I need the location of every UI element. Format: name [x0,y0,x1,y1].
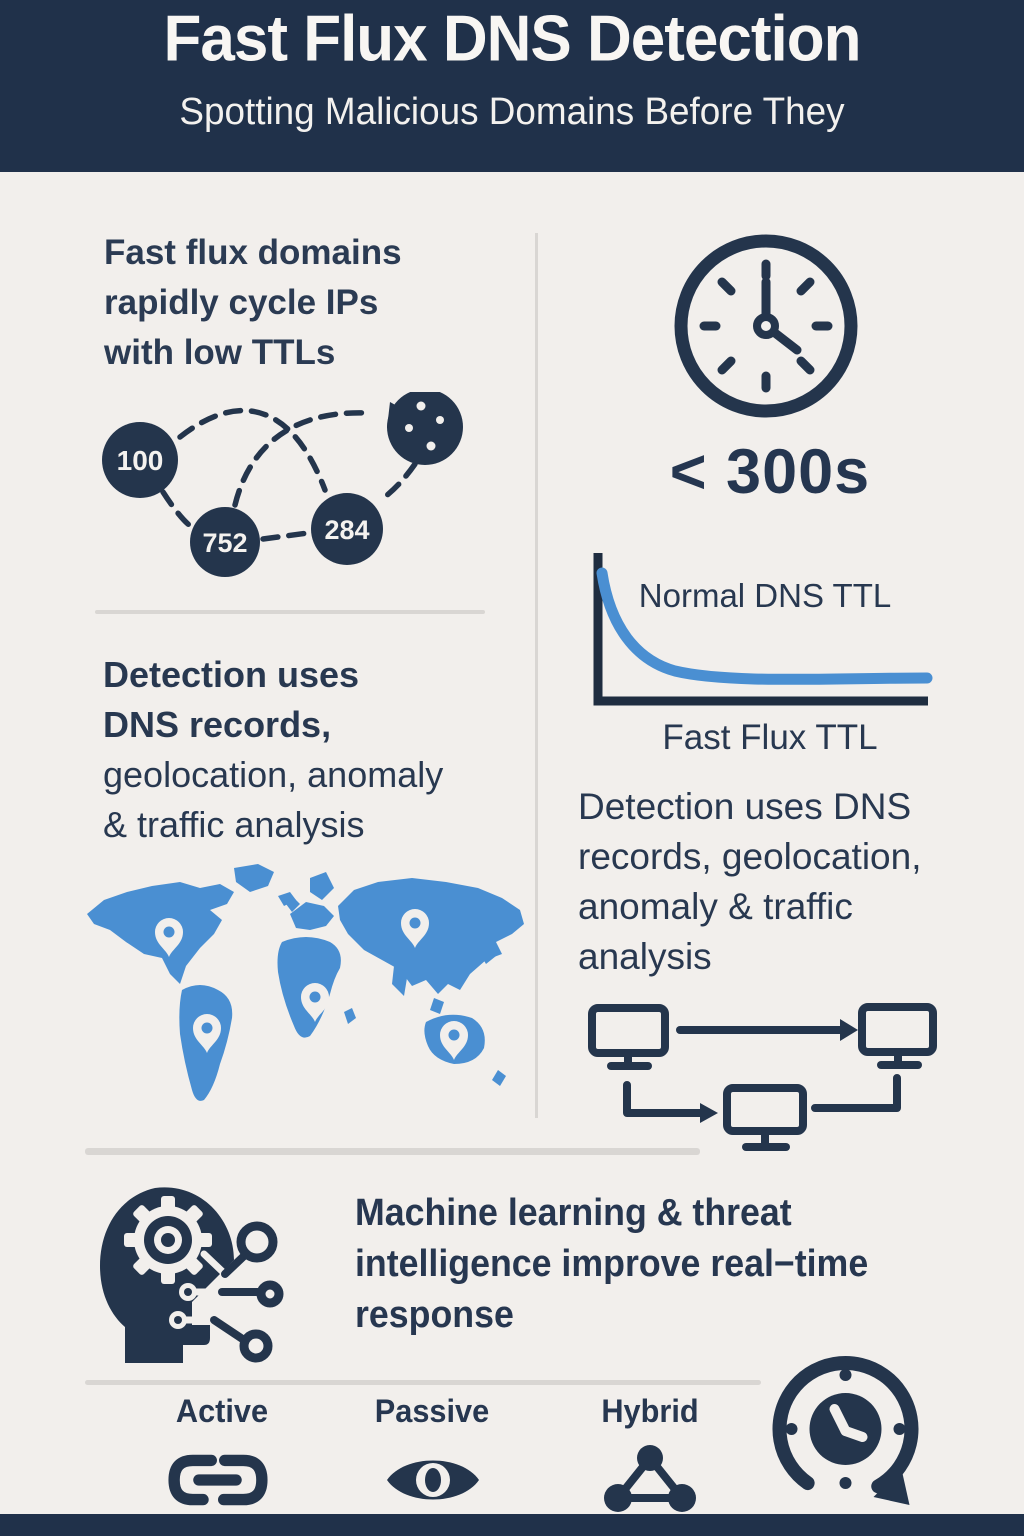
arrowhead [840,1019,858,1041]
divider [95,610,485,614]
globe-dots [405,401,444,451]
circuit-nodes-outer [236,1221,284,1363]
footer-label-hybrid: Hybrid [601,1393,699,1429]
divider [85,1380,761,1385]
chart-label-normal-ttl: Normal DNS TTL [638,577,892,614]
column-divider [535,233,538,1118]
ip-cycle-diagram: 100 752 284 [102,392,463,577]
ttl-curve [596,567,933,685]
world-map [87,864,524,1101]
detection-line: anomaly & traffic [578,886,853,927]
eye-icon [387,1460,479,1500]
detection-line: Detection uses DNS [578,786,912,827]
circuit-nodes-inner [169,1283,197,1329]
map-pins [155,909,468,1060]
dashed-path [160,489,196,531]
network-nodes-icon [604,1445,696,1512]
ml-line: intelligence improve real−time [355,1243,869,1285]
detection-line: geolocation, anomaly [103,754,444,795]
continents [87,864,524,1101]
ttl-threshold: < 300s [669,437,871,507]
ml-statement: Machine learning & threat intelligence i… [355,1188,868,1341]
chart-label-fastflux-ttl: Fast Flux TTL [662,718,878,757]
detection-paragraph-right: Detection uses DNS records, geolocation,… [578,782,921,982]
ttl-decay-chart [593,553,933,706]
divider [85,1148,700,1155]
detection-line: analysis [578,936,712,977]
intro-line: rapidly cycle IPs [104,283,379,322]
page-subtitle: Spotting Malicious Domains Before They [179,91,845,133]
page-title: Fast Flux DNS Detection [163,3,862,75]
ip-node-label: 284 [324,515,369,545]
link-icon [168,1454,268,1506]
monitor-icon [588,1004,669,1057]
detection-line: DNS records, [103,704,332,745]
ip-node-circle [311,493,383,565]
flow-elbow-line [811,1074,901,1112]
monitor-network-diagram [588,1003,937,1151]
ml-line: response [355,1294,514,1336]
detection-heading-left: Detection uses DNS records, geolocation,… [103,650,443,850]
detection-line: Detection uses [103,654,360,695]
dashed-path [177,407,328,493]
flow-elbow-line [623,1081,704,1117]
header: Fast Flux DNS Detection Spotting Malicio… [0,0,1024,172]
intro-heading: Fast flux domains rapidly cycle IPs with… [104,228,402,378]
refresh-clock-icon [772,1356,919,1505]
intro-line: with low TTLs [104,333,336,372]
footer-label-active: Active [175,1393,269,1429]
gear-icon [124,1196,212,1284]
ml-line: Machine learning & threat [355,1192,792,1234]
dashed-path [232,410,371,508]
globe-node-icon [387,392,463,465]
detection-line: & traffic analysis [103,804,365,845]
monitor-icon [858,1003,937,1056]
monitor-icon [723,1084,807,1135]
dashed-path [383,461,418,499]
intro-line: Fast flux domains [104,233,402,272]
ip-node-label: 100 [117,445,164,476]
arrowhead [700,1103,718,1123]
ip-node-circle [190,507,260,577]
ip-node-label: 752 [202,528,247,558]
bottom-bar [0,1514,1024,1536]
footer-label-passive: Passive [374,1393,490,1429]
clock-dots [785,1369,906,1489]
arrowhead [873,1469,910,1505]
clock-icon [674,234,858,418]
ip-node-circle [102,422,178,498]
dashed-path [260,530,311,542]
detection-line: records, geolocation, [578,836,922,877]
circuit-traces-outer [210,1252,262,1344]
chart-axes [593,553,928,706]
machine-learning-head-icon [100,1187,284,1363]
